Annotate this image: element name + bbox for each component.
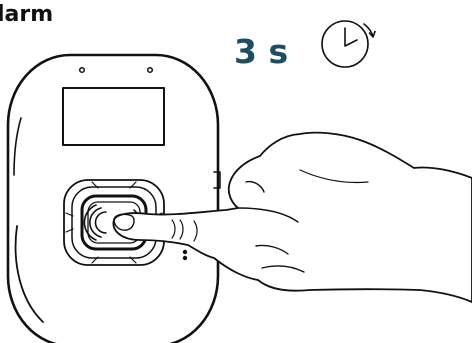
led-dot-right [146,66,154,74]
display-window [62,87,165,146]
page-title: larm [0,2,54,27]
led-dot-left [78,66,86,74]
press-duration-label: 3 s [234,32,289,71]
pointing-hand [112,131,472,303]
stopwatch-icon [321,20,376,68]
